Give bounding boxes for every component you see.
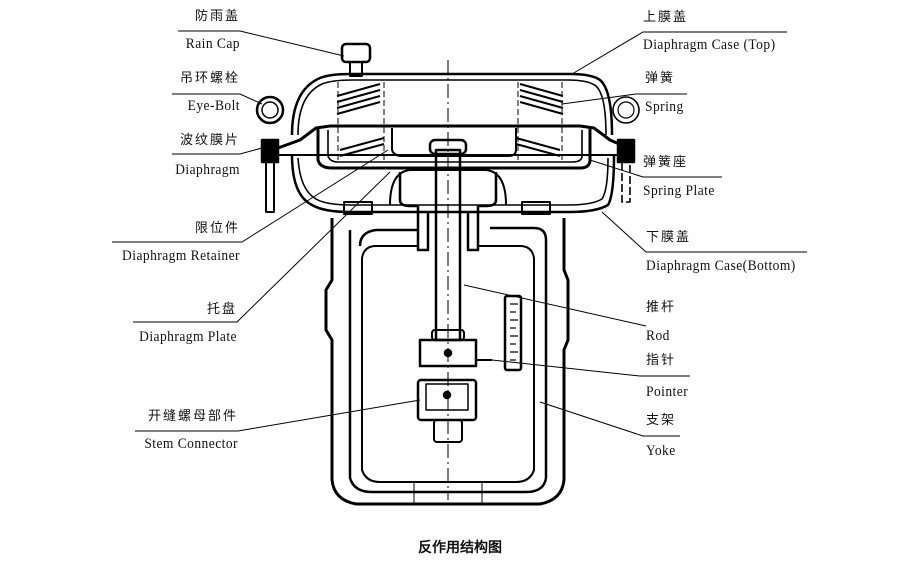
figure-caption: 反作用结构图 <box>418 540 502 556</box>
label-diaphragm-plate-zh: 托盘 <box>206 302 237 317</box>
leader-spring <box>561 93 687 105</box>
leader-diaphragm-case-bottom <box>601 211 807 253</box>
label-rain-cap-en: Rain Cap <box>185 36 240 52</box>
label-diaphragm-en: Diaphragm <box>175 162 240 178</box>
label-stem-connector-zh: 开缝螺母部件 <box>147 409 238 424</box>
spring-left <box>336 82 385 162</box>
leader-spring-plate <box>589 159 722 178</box>
label-diaphragm-retainer-en: Diaphragm Retainer <box>122 248 240 264</box>
label-eye-bolt-zh: 吊环螺栓 <box>179 71 240 86</box>
label-yoke-en: Yoke <box>646 443 676 459</box>
travel-scale <box>503 294 523 372</box>
label-diaphragm-plate-en: Diaphragm Plate <box>139 329 237 345</box>
label-stem-connector-en: Stem Connector <box>144 436 238 452</box>
spring-right <box>515 82 564 162</box>
leader-pointer <box>491 359 690 377</box>
label-diaphragm-case-top-en: Diaphragm Case (Top) <box>643 37 776 53</box>
leader-eye-bolt <box>172 93 263 105</box>
eye-bolt-left <box>255 95 285 213</box>
label-pointer-en: Pointer <box>646 384 689 400</box>
label-spring-plate-en: Spring Plate <box>643 183 715 199</box>
label-pointer-zh: 指针 <box>646 353 677 368</box>
diaphragm-plate <box>316 128 592 170</box>
case-flange <box>277 124 629 150</box>
leader-diaphragm-plate <box>133 171 391 323</box>
pointer <box>418 338 478 368</box>
diaphragm-case-bottom <box>290 154 616 214</box>
label-diaphragm-case-bottom-en: Diaphragm Case(Bottom) <box>646 258 796 274</box>
label-spring-en: Spring <box>645 99 684 115</box>
eye-bolt-right <box>612 96 640 203</box>
leader-yoke <box>539 401 680 437</box>
leader-rain-cap <box>178 30 345 57</box>
rain-cap <box>340 42 372 64</box>
label-diaphragm-case-top-zh: 上膜盖 <box>643 10 689 25</box>
label-rod-zh: 推杆 <box>646 300 677 315</box>
label-eye-bolt-en: Eye-Bolt <box>187 98 240 114</box>
leader-diaphragm <box>172 147 263 155</box>
leader-rod <box>463 284 647 327</box>
label-spring-zh: 弹簧 <box>645 71 676 86</box>
label-diaphragm-case-bottom-zh: 下膜盖 <box>646 230 692 245</box>
label-spring-plate-zh: 弹簧座 <box>643 155 689 170</box>
spring-plate <box>391 128 517 157</box>
label-diaphragm-retainer-zh: 限位件 <box>194 221 240 236</box>
leader-diaphragm-retainer <box>112 149 389 243</box>
yoke <box>324 218 570 506</box>
label-yoke-zh: 支架 <box>646 413 677 428</box>
leader-stem-connector <box>135 399 421 432</box>
leader-diaphragm-case-top <box>571 31 787 75</box>
label-rain-cap-zh: 防雨盖 <box>194 9 240 24</box>
label-diaphragm-zh: 波纹膜片 <box>179 133 240 148</box>
label-rod-en: Rod <box>646 328 670 344</box>
